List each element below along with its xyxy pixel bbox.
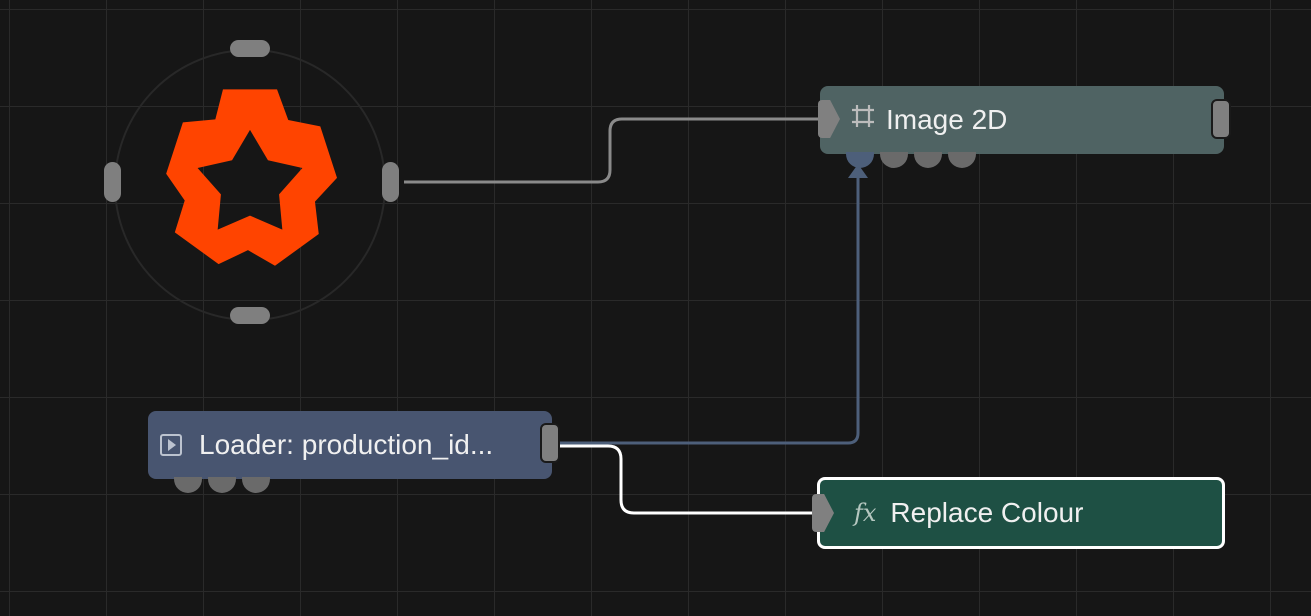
frame-hash-icon bbox=[850, 103, 876, 137]
fx-icon: fx bbox=[854, 499, 877, 527]
image2d-param-socket[interactable] bbox=[948, 152, 976, 168]
wire-arrow-head bbox=[848, 164, 868, 178]
replace-colour-node-title: Replace Colour bbox=[890, 497, 1084, 528]
image2d-node[interactable]: Image 2D bbox=[818, 86, 1231, 168]
loader-output-socket[interactable] bbox=[540, 423, 560, 463]
wire-loader-to-replace-colour[interactable] bbox=[560, 444, 818, 515]
notch-logo-icon bbox=[166, 89, 338, 266]
wire-output-to-image2d[interactable] bbox=[404, 117, 818, 184]
image2d-param-socket[interactable] bbox=[846, 152, 874, 168]
output-left-handle[interactable] bbox=[104, 162, 121, 202]
loader-param-socket[interactable] bbox=[208, 477, 236, 493]
image2d-param-socket[interactable] bbox=[914, 152, 942, 168]
output-node[interactable] bbox=[104, 40, 399, 325]
loader-node[interactable]: Loader: production_id... bbox=[148, 411, 560, 493]
output-bottom-handle[interactable] bbox=[230, 307, 270, 324]
wire-loader-to-image2d[interactable] bbox=[560, 172, 860, 445]
loader-param-socket[interactable] bbox=[242, 477, 270, 493]
replace-colour-node[interactable]: fx Replace Colour bbox=[812, 477, 1225, 549]
image2d-input-socket[interactable] bbox=[818, 100, 840, 138]
image2d-output-socket[interactable] bbox=[1211, 99, 1231, 139]
image2d-node-title: Image 2D bbox=[886, 104, 1008, 135]
loader-node-title: Loader: production_id... bbox=[199, 429, 494, 460]
image2d-param-socket[interactable] bbox=[880, 152, 908, 168]
output-top-handle[interactable] bbox=[230, 40, 270, 57]
video-play-icon bbox=[160, 434, 182, 456]
output-right-handle[interactable] bbox=[382, 162, 399, 202]
replace-colour-input-socket[interactable] bbox=[812, 494, 834, 532]
loader-param-socket[interactable] bbox=[174, 477, 202, 493]
